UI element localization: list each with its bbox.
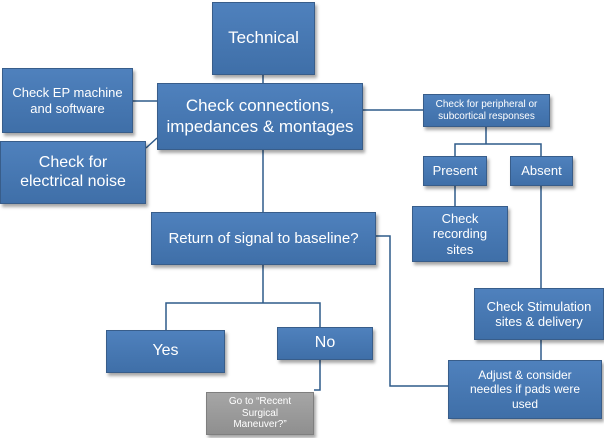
adjust-needles-node: Adjust & consider needles if pads were u… xyxy=(448,360,602,419)
technical-node: Technical xyxy=(212,2,315,75)
yes-node: Yes xyxy=(106,330,225,373)
go-to-recent-surgical-node: Go to “Recent Surgical Maneuver?” xyxy=(206,392,314,435)
check-stimulation-node: Check Stimulation sites & delivery xyxy=(474,288,604,340)
check-connections-node: Check connections, impedances & montages xyxy=(157,83,363,150)
no-node: No xyxy=(277,327,373,360)
check-peripheral-node: Check for peripheral or subcortical resp… xyxy=(423,94,550,127)
edge-peripheral-branches xyxy=(454,127,542,156)
return-of-signal-node: Return of signal to baseline? xyxy=(151,212,376,265)
edge-no-goto xyxy=(314,360,321,391)
present-node: Present xyxy=(423,156,487,186)
edge-return-adjust xyxy=(376,235,448,387)
check-recording-sites-node: Check recording sites xyxy=(412,206,508,262)
edge-noise-connections xyxy=(145,137,158,149)
check-ep-machine-node: Check EP machine and software xyxy=(2,68,133,133)
check-electrical-noise-node: Check for electrical noise xyxy=(0,141,146,204)
edge-return-branches xyxy=(165,265,321,330)
absent-node: Absent xyxy=(510,156,573,186)
